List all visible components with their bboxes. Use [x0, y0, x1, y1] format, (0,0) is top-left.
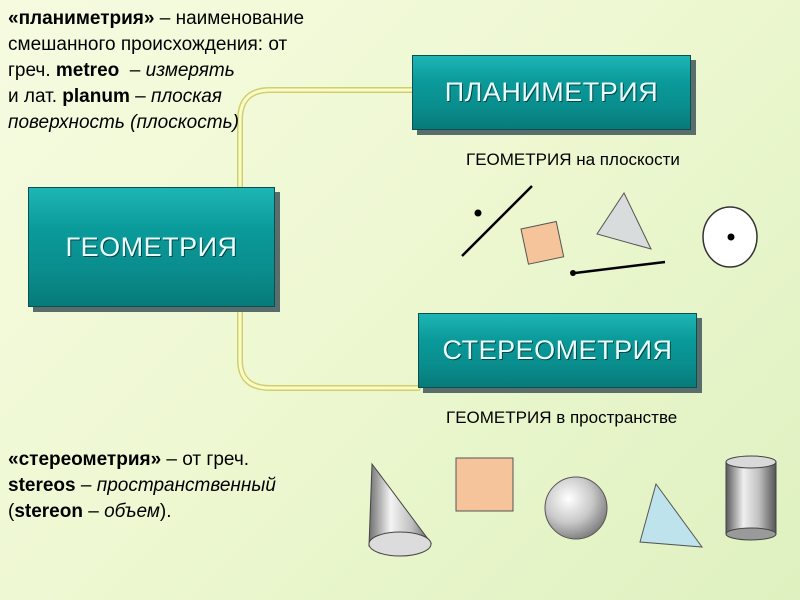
sphere-shape — [544, 476, 608, 540]
geometry-box: ГЕОМЕТРИЯ — [28, 187, 275, 307]
triangle-solid-shape — [639, 482, 704, 548]
planimetry-box: ПЛАНИМЕТРИЯ — [412, 55, 691, 130]
point-shape — [474, 209, 482, 217]
square-solid-shape — [455, 457, 514, 512]
connector-to-planimetry — [237, 87, 415, 189]
square-shape — [520, 220, 565, 265]
ray-shape — [570, 260, 666, 276]
triangle-shape — [596, 191, 652, 250]
planimetry-def-line-3: греч. metreo – измерять — [8, 60, 235, 81]
planimetry-def-line-2: смешанного происхождения: от — [8, 34, 288, 55]
planimetry-def-line-1: «планиметрия» – наименование — [8, 8, 305, 29]
connector-to-stereometry — [237, 303, 421, 391]
cone-shape — [368, 462, 432, 557]
space-geometry-caption: ГЕОМЕТРИЯ в пространстве — [446, 408, 678, 427]
stereometry-def-line-2: stereos – пространственный — [8, 475, 276, 496]
planimetry-definition: «планиметрия» – наименование смешанного … — [8, 6, 304, 136]
circle-with-center-shape — [702, 206, 758, 268]
planimetry-def-line-4: и лат. planum – плоская — [8, 86, 222, 107]
stereometry-definition: «стереометрия» – от греч. stereos – прос… — [8, 447, 276, 525]
stereometry-def-line-3: (stereon – объем). — [8, 501, 172, 522]
planimetry-def-line-5: поверхность (плоскость) — [8, 112, 239, 133]
stereometry-box: СТЕРЕОМЕТРИЯ — [418, 313, 697, 388]
plane-geometry-caption: ГЕОМЕТРИЯ на плоскости — [466, 150, 680, 169]
stereometry-def-line-1: «стереометрия» – от греч. — [8, 449, 250, 470]
cylinder-shape — [725, 455, 777, 541]
line-shape — [461, 185, 533, 257]
